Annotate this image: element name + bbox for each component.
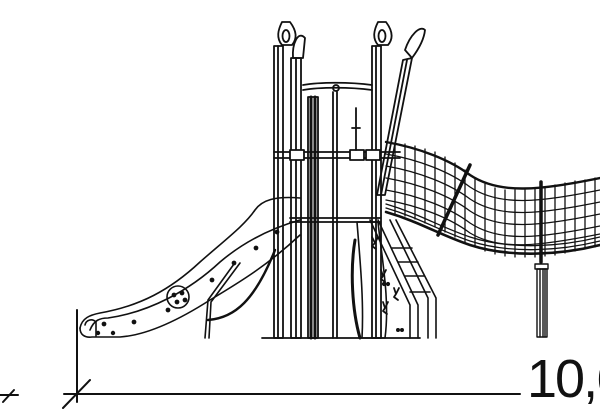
support-post <box>534 263 549 338</box>
ladder <box>369 219 437 339</box>
net-verticals <box>394 142 596 258</box>
dimension-lines <box>0 309 521 409</box>
towers <box>261 21 426 340</box>
slide <box>79 196 301 339</box>
net-tunnel <box>384 140 600 264</box>
climbing-wall <box>350 221 404 340</box>
dimension-label: 10,6 <box>527 349 600 409</box>
